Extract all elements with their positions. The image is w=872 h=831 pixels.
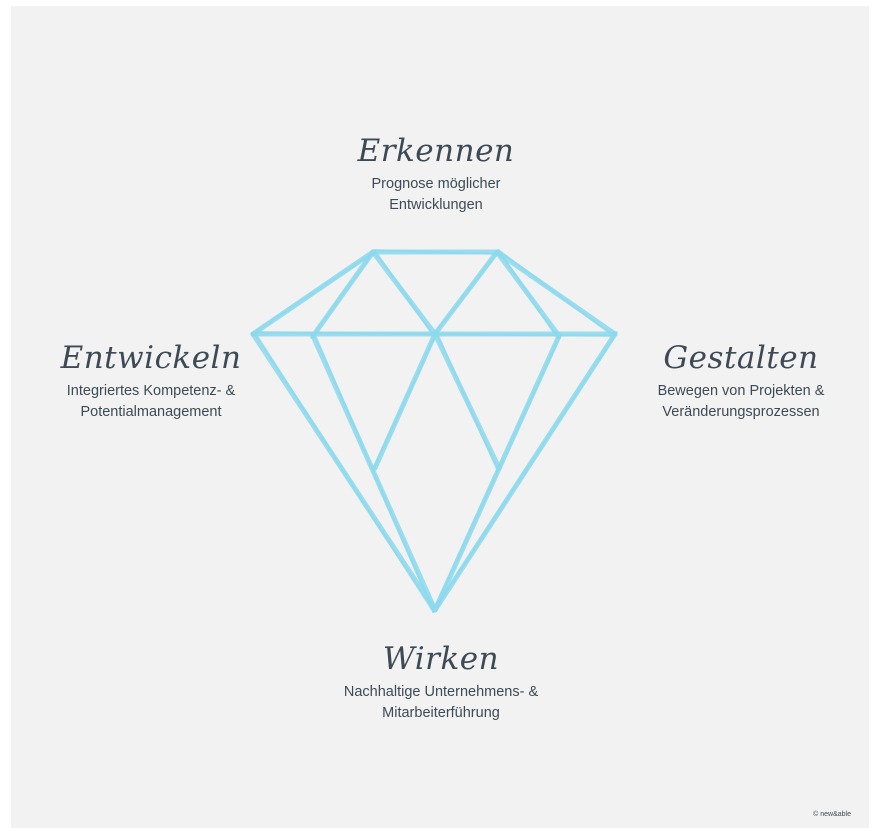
desc-line: Nachhaltige Unternehmens- & xyxy=(301,682,581,703)
desc-line: Mitarbeiterführung xyxy=(301,703,581,724)
title-erkennen: Erkennen xyxy=(311,134,561,168)
label-wirken: Wirken Nachhaltige Unternehmens- & Mitar… xyxy=(301,642,581,724)
title-gestalten: Gestalten xyxy=(621,341,861,375)
diamond-edge xyxy=(499,250,614,335)
title-entwickeln: Entwickeln xyxy=(31,341,271,375)
title-wirken: Wirken xyxy=(301,642,581,676)
diamond-edge xyxy=(499,250,558,337)
diamond-edge xyxy=(255,332,434,611)
label-erkennen: Erkennen Prognose möglicher Entwicklunge… xyxy=(311,134,561,216)
desc-line: Veränderungsprozessen xyxy=(621,402,861,423)
desc-gestalten: Bewegen von Projekten & Veränderungsproz… xyxy=(621,381,861,423)
diamond-edge xyxy=(311,250,374,337)
label-entwickeln: Entwickeln Integriertes Kompetenz- & Pot… xyxy=(31,341,271,423)
diamond-edge xyxy=(255,254,372,333)
copyright-note: © new&able xyxy=(813,811,851,818)
diamond-edge xyxy=(433,250,498,335)
desc-wirken: Nachhaltige Unternehmens- & Mitarbeiterf… xyxy=(301,682,581,724)
diamond-edge xyxy=(433,332,616,611)
desc-line: Potentialmanagement xyxy=(31,402,271,423)
label-gestalten: Gestalten Bewegen von Projekten & Veränd… xyxy=(621,341,861,423)
diamond-edge xyxy=(375,250,434,335)
desc-line: Bewegen von Projekten & xyxy=(621,381,861,402)
desc-erkennen: Prognose möglicher Entwicklungen xyxy=(311,174,561,216)
desc-line: Integriertes Kompetenz- & xyxy=(31,381,271,402)
desc-line: Prognose möglicher xyxy=(311,174,561,195)
diamond-edge xyxy=(437,332,498,469)
desc-entwickeln: Integriertes Kompetenz- & Potentialmanag… xyxy=(31,381,271,423)
diamond-edge xyxy=(373,332,436,469)
desc-line: Entwicklungen xyxy=(311,195,561,216)
diagram-canvas: Erkennen Prognose möglicher Entwicklunge… xyxy=(11,6,869,828)
